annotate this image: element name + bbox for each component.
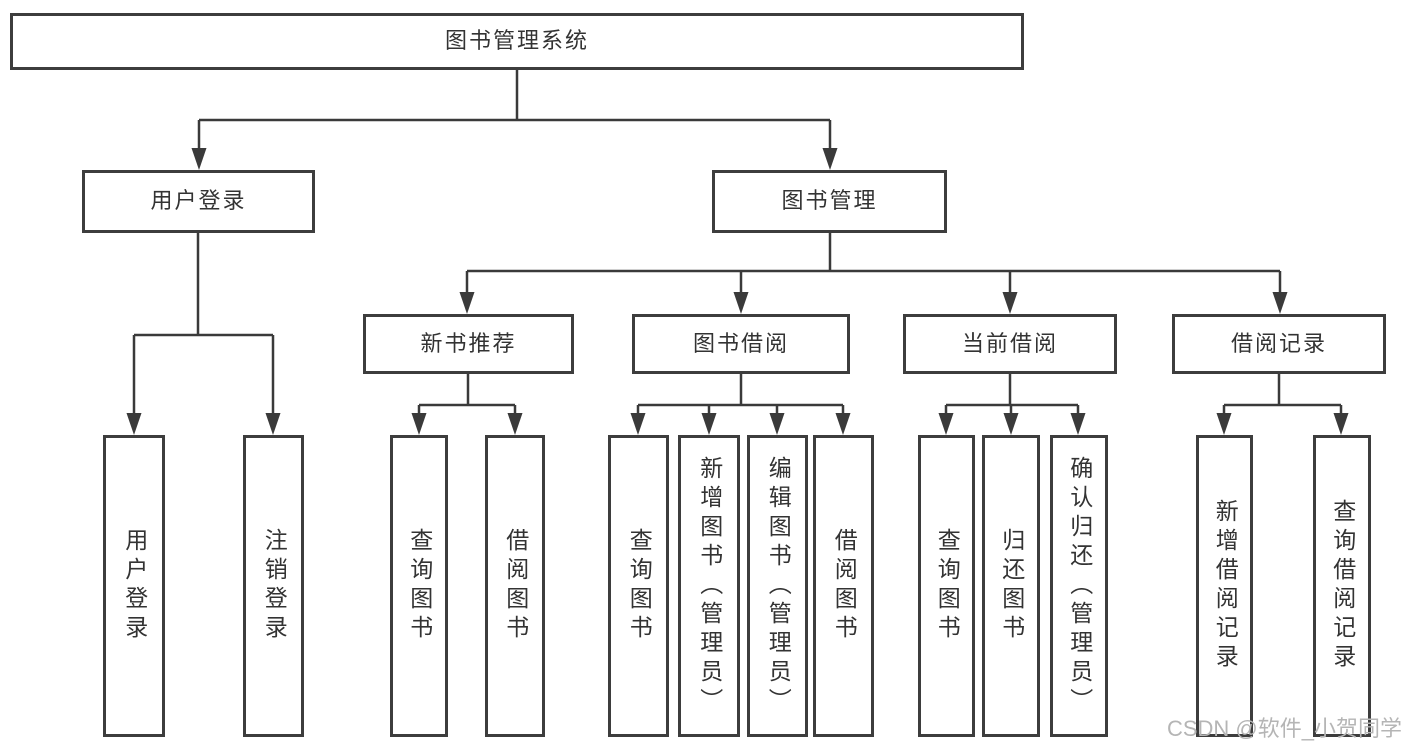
arrowhead-icons (126, 148, 1349, 435)
node-label: 新书推荐 (420, 330, 517, 356)
leaf-confirm-return-admin: 确认归还（管理员） (1050, 435, 1108, 737)
leaf-query-books-borrow: 查询图书 (608, 435, 669, 737)
leaf-query-borrow-record: 查询借阅记录 (1313, 435, 1371, 737)
node-label: 查询图书 (934, 528, 961, 644)
leaf-borrow-books-recommend: 借阅图书 (485, 435, 545, 737)
leaf-return-books: 归还图书 (982, 435, 1040, 737)
node-user-login: 用户登录 (82, 170, 315, 233)
node-label: 查询图书 (406, 528, 433, 644)
leaf-edit-books-admin: 编辑图书（管理员） (747, 435, 808, 737)
leaf-logout: 注销登录 (243, 435, 304, 737)
node-library-management-system: 图书管理系统 (10, 13, 1024, 70)
node-label: 用户登录 (150, 188, 247, 214)
node-label: 借阅记录 (1230, 330, 1327, 356)
node-label: 借阅图书 (831, 528, 858, 644)
node-label: 图书管理 (781, 188, 878, 214)
node-book-management: 图书管理 (712, 170, 947, 233)
leaf-user-login: 用户登录 (103, 435, 165, 737)
node-label: 当前借阅 (961, 330, 1058, 356)
node-label: 编辑图书（管理员） (765, 455, 792, 717)
node-book-borrowing: 图书借阅 (632, 314, 850, 374)
leaf-borrow-books: 借阅图书 (813, 435, 874, 737)
node-label: 借阅图书 (502, 528, 529, 644)
leaf-query-books-current: 查询图书 (918, 435, 975, 737)
node-new-book-recommend: 新书推荐 (363, 314, 574, 374)
leaf-add-books-admin: 新增图书（管理员） (678, 435, 740, 737)
node-borrowing-records: 借阅记录 (1172, 314, 1386, 374)
node-label: 新增图书（管理员） (696, 455, 723, 717)
node-label: 图书借阅 (692, 330, 789, 356)
node-current-borrowing: 当前借阅 (903, 314, 1117, 374)
node-label: 图书管理系统 (444, 28, 589, 54)
csdn-watermark: CSDN @软件_小贺同学 (1166, 716, 1402, 741)
node-label: 注销登录 (261, 528, 288, 644)
node-label: 归还图书 (998, 528, 1025, 644)
node-label: 新增借阅记录 (1212, 499, 1239, 673)
node-label: 确认归还（管理员） (1066, 455, 1093, 717)
node-label: 查询借阅记录 (1329, 499, 1356, 673)
leaf-query-books-recommend: 查询图书 (390, 435, 448, 737)
leaf-add-borrow-record: 新增借阅记录 (1196, 435, 1253, 737)
node-label: 用户登录 (121, 528, 148, 644)
node-label: 查询图书 (626, 528, 653, 644)
